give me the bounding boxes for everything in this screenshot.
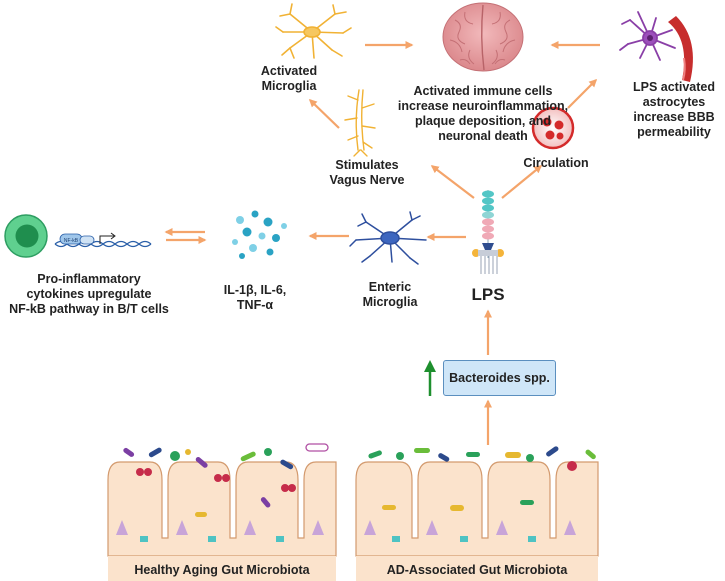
label-cytokines-line2: TNF-α bbox=[236, 298, 274, 312]
cytokine-dots-icon bbox=[232, 210, 287, 259]
label-vagus-nerve: Stimulates Vagus Nerve bbox=[325, 158, 409, 188]
arrow-lps-to-vagus bbox=[430, 165, 475, 199]
circulation-icon bbox=[531, 106, 575, 150]
enteric-microglia-icon bbox=[349, 211, 427, 265]
arrow-lps-to-circulation bbox=[501, 165, 543, 199]
label-circulation: Circulation bbox=[523, 156, 589, 170]
label-activated-microglia: Activated Microglia bbox=[250, 64, 328, 94]
ad-gut-bacteria bbox=[368, 446, 596, 511]
label-brain-effects: Activated immune cells increase neuroinf… bbox=[390, 84, 576, 144]
activated-microglia-icon bbox=[275, 3, 352, 59]
bacteroides-box: Bacteroides spp. bbox=[443, 360, 556, 396]
arrows bbox=[164, 41, 600, 445]
ad-gut-villi bbox=[355, 461, 599, 557]
label-cytokines-line1: IL-1β, IL-6, bbox=[223, 283, 287, 297]
label-b-t-cells-line3: NF-kB pathway in B/T cells bbox=[9, 302, 169, 316]
label-enteric-line2: Microglia bbox=[362, 295, 418, 309]
increase-arrow-icon bbox=[424, 360, 436, 396]
b-cell-icon bbox=[4, 214, 48, 258]
lps-molecule-icon bbox=[472, 190, 504, 274]
astrocyte-icon bbox=[619, 11, 676, 61]
label-vagus-line2: Vagus Nerve bbox=[329, 173, 405, 187]
label-lps-astrocytes-line3: increase BBB bbox=[633, 110, 715, 124]
label-lps-astrocytes: LPS activated astrocytes increase BBB pe… bbox=[628, 80, 720, 140]
label-b-t-cells-line2: cytokines upregulate bbox=[26, 287, 152, 301]
label-activated-microglia-line2: Microglia bbox=[261, 79, 317, 93]
arrow-vagus-to-microglia bbox=[308, 98, 340, 129]
label-cytokines: IL-1β, IL-6, TNF-α bbox=[214, 283, 296, 313]
label-enteric-line1: Enteric bbox=[368, 280, 412, 294]
label-vagus-line1: Stimulates bbox=[335, 158, 399, 172]
blood-vessel-icon bbox=[668, 16, 693, 82]
label-brain-effects-line4: neuronal death bbox=[438, 129, 528, 143]
dna-icon bbox=[54, 232, 152, 248]
ad-gut-band bbox=[356, 556, 598, 581]
label-activated-microglia-line1: Activated bbox=[260, 64, 318, 78]
healthy-gut-band bbox=[108, 556, 336, 581]
label-lps: LPS bbox=[471, 285, 505, 304]
label-b-t-cells: Pro-inflammatory cytokines upregulate NF… bbox=[4, 272, 174, 317]
label-brain-effects-line1: Activated immune cells bbox=[413, 84, 553, 98]
label-lps-astrocytes-line2: astrocytes bbox=[642, 95, 706, 109]
label-lps-astrocytes-line1: LPS activated bbox=[633, 80, 715, 94]
healthy-gut-bacteria bbox=[123, 443, 329, 517]
label-brain-effects-line2: increase neuroinflammation, bbox=[397, 99, 569, 113]
label-b-t-cells-line1: Pro-inflammatory bbox=[37, 272, 141, 286]
label-ad-gut: AD-Associated Gut Microbiota bbox=[386, 562, 568, 577]
healthy-gut-villi bbox=[107, 461, 337, 557]
label-lps-astrocytes-line4: permeability bbox=[637, 125, 711, 139]
vagus-nerve-icon bbox=[344, 89, 376, 157]
label-enteric-microglia: Enteric Microglia bbox=[355, 280, 425, 310]
label-brain-effects-line3: plaque deposition, and bbox=[414, 114, 552, 128]
nfkb-tag: NF-kB bbox=[64, 238, 79, 244]
brain-icon bbox=[442, 2, 524, 72]
arrow-circulation-to-astrocyte bbox=[567, 78, 598, 109]
label-healthy-gut: Healthy Aging Gut Microbiota bbox=[134, 562, 310, 577]
bacteroides-label: Bacteroides spp. bbox=[449, 371, 550, 385]
